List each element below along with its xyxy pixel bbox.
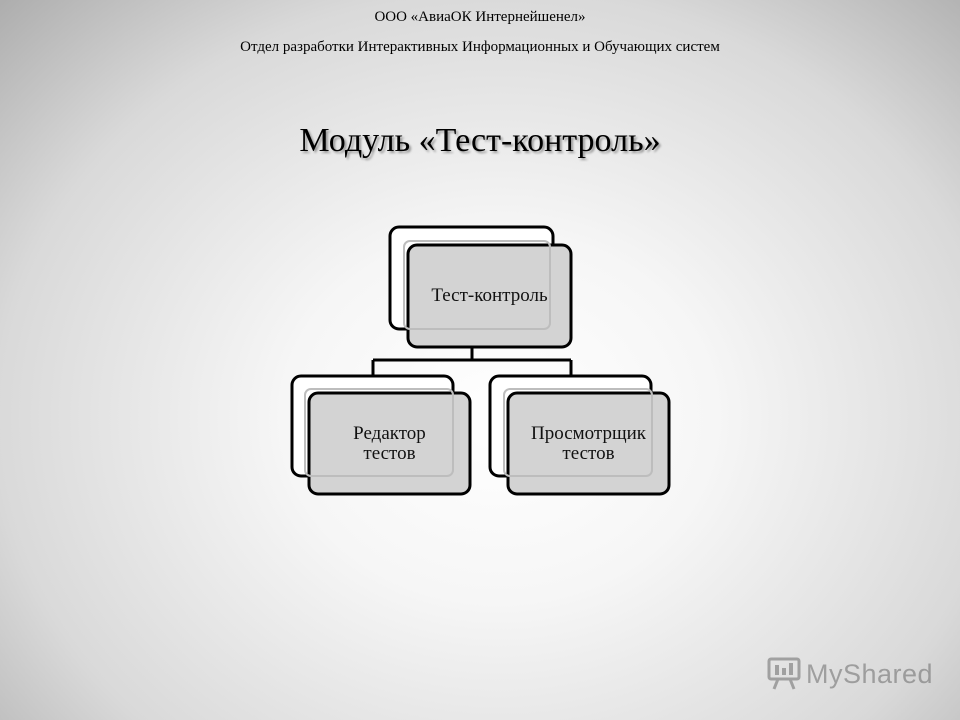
presentation-board-icon (767, 657, 801, 690)
root-node-label: Тест-контроль (408, 245, 571, 347)
diagram-connectors (371, 348, 573, 376)
editor-node-line1: Редактор (353, 422, 426, 444)
editor-node-label: Редактор тестов (309, 393, 470, 494)
editor-node-inner-edge (304, 388, 454, 477)
viewer-node-inner-edge (503, 388, 653, 477)
editor-node-line2: тестов (363, 442, 416, 464)
root-node-text: Тест-контроль (431, 285, 548, 306)
viewer-node-line1: Просмотрщик (531, 422, 646, 444)
child-node-editor (290, 374, 472, 496)
watermark-text: MyShared (806, 658, 934, 689)
viewer-node-label: Просмотрщик тестов (508, 393, 669, 494)
page-title: Модуль «Тест-контроль» (299, 122, 661, 159)
viewer-node-line2: тестов (562, 442, 615, 464)
editor-node-front (307, 391, 472, 496)
department-name: Отдел разработки Интерактивных Информаци… (240, 39, 720, 55)
watermark: MyShared (766, 654, 933, 694)
root-node (388, 225, 573, 349)
viewer-node-front (506, 391, 671, 496)
root-node-front (406, 243, 573, 349)
company-name: ООО «АвиаОК Интернейшенел» (374, 9, 586, 25)
child-node-viewer (488, 374, 671, 496)
root-node-inner-edge (403, 240, 551, 330)
